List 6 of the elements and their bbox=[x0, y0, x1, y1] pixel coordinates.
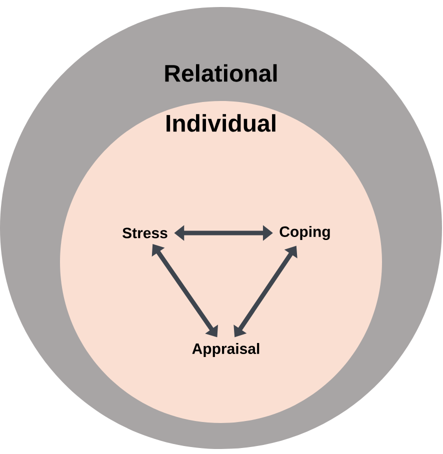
label: Stress bbox=[122, 228, 168, 238]
heading: Individual bbox=[166, 114, 276, 132]
label: Appraisal bbox=[192, 343, 260, 357]
label: Coping bbox=[280, 226, 330, 240]
heading: Relational bbox=[165, 64, 277, 82]
inner-circle bbox=[60, 101, 382, 423]
